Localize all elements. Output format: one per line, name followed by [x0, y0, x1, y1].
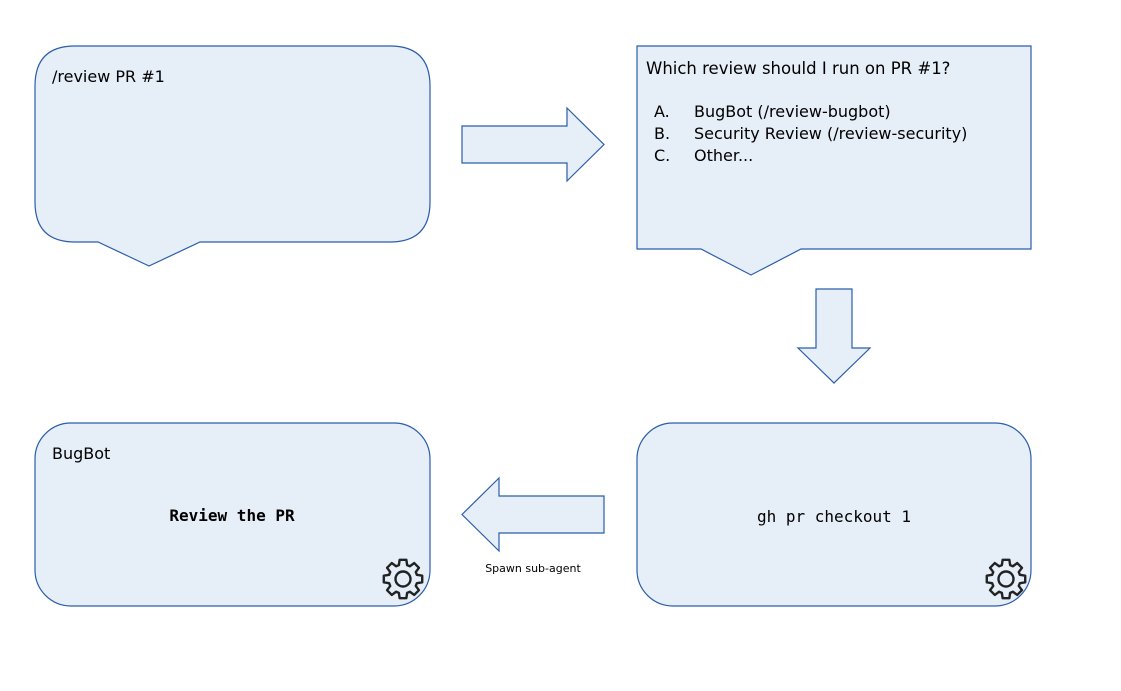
right-arrow	[461, 106, 605, 183]
down-arrow	[796, 288, 872, 384]
bugbot-box: BugBot Review the PR	[34, 422, 431, 607]
option-c-letter: C.	[654, 146, 670, 165]
bugbot-box-shape	[34, 422, 431, 607]
checkout-box: gh pr checkout 1	[636, 422, 1032, 607]
option-b-label: Security Review (/review-security)	[694, 124, 967, 143]
question-bubble: Which review should I run on PR #1? A. B…	[636, 45, 1032, 276]
bugbot-command: Review the PR	[169, 506, 295, 525]
left-arrow	[461, 476, 605, 553]
option-b-letter: B.	[654, 124, 670, 143]
checkout-command: gh pr checkout 1	[757, 507, 911, 526]
gear-icon	[985, 558, 1027, 600]
gear-icon	[382, 558, 424, 600]
option-c-label: Other...	[694, 146, 753, 165]
option-a-label: BugBot (/review-bugbot)	[694, 102, 891, 121]
option-a-letter: A.	[654, 102, 670, 121]
gear-icon-outline	[985, 558, 1027, 600]
option-c[interactable]: C. Other...	[654, 146, 753, 165]
checkout-box-shape	[636, 422, 1032, 607]
spawn-subagent-caption: Spawn sub-agent	[485, 562, 581, 575]
bugbot-title: BugBot	[52, 444, 110, 463]
user-request-bubble-shape	[34, 45, 431, 267]
gear-icon-hub	[997, 570, 1015, 588]
question-text: Which review should I run on PR #1?	[646, 59, 950, 78]
user-request-text: /review PR #1	[52, 67, 165, 86]
question-bubble-shape	[636, 45, 1032, 276]
option-a[interactable]: A. BugBot (/review-bugbot)	[654, 102, 891, 121]
option-b[interactable]: B. Security Review (/review-security)	[654, 124, 967, 143]
user-request-bubble: /review PR #1	[34, 45, 431, 267]
gear-icon-hub	[394, 570, 412, 588]
gear-icon-outline	[382, 558, 424, 600]
